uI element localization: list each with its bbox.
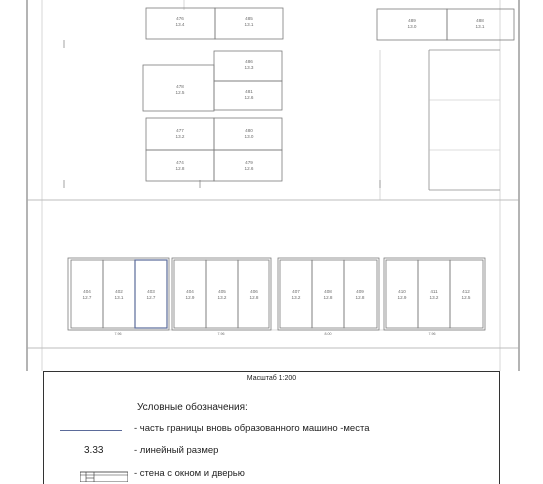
space-number: 411 <box>430 289 438 294</box>
space-number: 474 <box>176 160 184 165</box>
space-number: 477 <box>176 128 184 133</box>
space-number: 479 <box>245 160 253 165</box>
parking-space <box>213 149 283 182</box>
bottom-row-frames <box>67 257 486 331</box>
space-number: 408 <box>324 289 332 294</box>
space-area: 12.8 <box>324 295 333 300</box>
parking-space <box>343 259 378 329</box>
legend-item-text: - линейный размер <box>134 445 219 456</box>
space-area: 13.2 <box>430 295 439 300</box>
space-number: 478 <box>176 84 184 89</box>
parking-space <box>446 8 515 41</box>
parking-group-frame <box>277 257 380 331</box>
dimension-symbol: 3.33 <box>84 445 104 456</box>
space-number: 488 <box>476 18 484 23</box>
space-area: 13.2 <box>218 295 227 300</box>
space-number: 404 <box>186 289 194 294</box>
dimension-label: 7.96 <box>429 332 436 336</box>
space-area: 12.5 <box>462 295 471 300</box>
parking-group-frame <box>383 257 486 331</box>
legend-item-text: - стена с окном и дверью <box>134 468 245 479</box>
space-area: 13.1 <box>115 295 124 300</box>
parking-space <box>417 259 451 329</box>
dimension-label: 7.96 <box>218 332 225 336</box>
legend-title: Условные обозначения: <box>137 402 248 413</box>
space-area: 12.6 <box>245 95 254 100</box>
space-number: 481 <box>245 89 253 94</box>
upper-left-spaces <box>142 7 284 182</box>
space-area: 13.1 <box>245 22 254 27</box>
space-number: 412 <box>462 289 470 294</box>
space-area: 12.9 <box>186 295 195 300</box>
parking-space <box>213 80 283 111</box>
parking-group-frame <box>67 257 170 331</box>
parking-floor-plan: 476 13.4 485 13.1 486 13.3 478 12.5 481 … <box>26 0 520 371</box>
parking-space <box>385 259 419 329</box>
scale-label: Масштаб 1:200 <box>246 375 297 382</box>
space-number: 485 <box>245 16 253 21</box>
parking-space <box>279 259 313 329</box>
space-area: 12.8 <box>250 295 259 300</box>
space-number: 403 <box>147 289 155 294</box>
space-area: 12.8 <box>176 166 185 171</box>
space-area: 13.4 <box>176 22 185 27</box>
legend-item-dimension: 3.33 - линейный размер <box>44 445 499 459</box>
parking-space <box>449 259 484 329</box>
space-labels: 476 13.4 485 13.1 486 13.3 478 12.5 481 … <box>83 16 485 336</box>
dimension-label: 8.00 <box>325 332 332 336</box>
space-area: 12.8 <box>356 295 365 300</box>
parking-space <box>173 259 207 329</box>
space-number: 409 <box>356 289 364 294</box>
space-area: 12.6 <box>245 166 254 171</box>
space-area: 13.2 <box>176 134 185 139</box>
space-number: 407 <box>292 289 300 294</box>
space-area: 12.5 <box>176 90 185 95</box>
dimension-label: 7.96 <box>115 332 122 336</box>
boundary-line-symbol <box>60 430 122 431</box>
parking-space <box>205 259 239 329</box>
structural-lines <box>26 0 520 371</box>
space-number: 480 <box>245 128 253 133</box>
space-number: 476 <box>176 16 184 21</box>
space-area: 12.7 <box>83 295 92 300</box>
space-area: 13.3 <box>245 65 254 70</box>
legend-item-text: - часть границы вновь образованного маши… <box>134 423 370 434</box>
upper-right-spaces <box>376 8 515 41</box>
legend-panel: Масштаб 1:200 Условные обозначения: - ча… <box>43 371 500 484</box>
legend-item-boundary: - часть границы вновь образованного маши… <box>44 423 499 437</box>
space-area: 13.1 <box>476 24 485 29</box>
space-area: 13.2 <box>292 295 301 300</box>
space-area: 13.0 <box>245 134 254 139</box>
space-number: 404 <box>83 289 91 294</box>
space-number: 402 <box>115 289 123 294</box>
parking-space <box>102 259 136 329</box>
parking-space <box>214 7 284 40</box>
parking-space-highlighted <box>134 259 168 329</box>
space-number: 405 <box>218 289 226 294</box>
space-number: 489 <box>408 18 416 23</box>
wall-window-door-icon <box>80 471 128 482</box>
parking-space <box>311 259 345 329</box>
bottom-row-spaces <box>70 259 484 329</box>
space-number: 406 <box>250 289 258 294</box>
parking-group-frame <box>171 257 272 331</box>
space-area: 12.9 <box>398 295 407 300</box>
space-number: 410 <box>398 289 406 294</box>
parking-space <box>70 259 104 329</box>
space-area: 13.0 <box>408 24 417 29</box>
parking-space <box>237 259 270 329</box>
space-area: 12.7 <box>147 295 156 300</box>
space-number: 486 <box>245 59 253 64</box>
